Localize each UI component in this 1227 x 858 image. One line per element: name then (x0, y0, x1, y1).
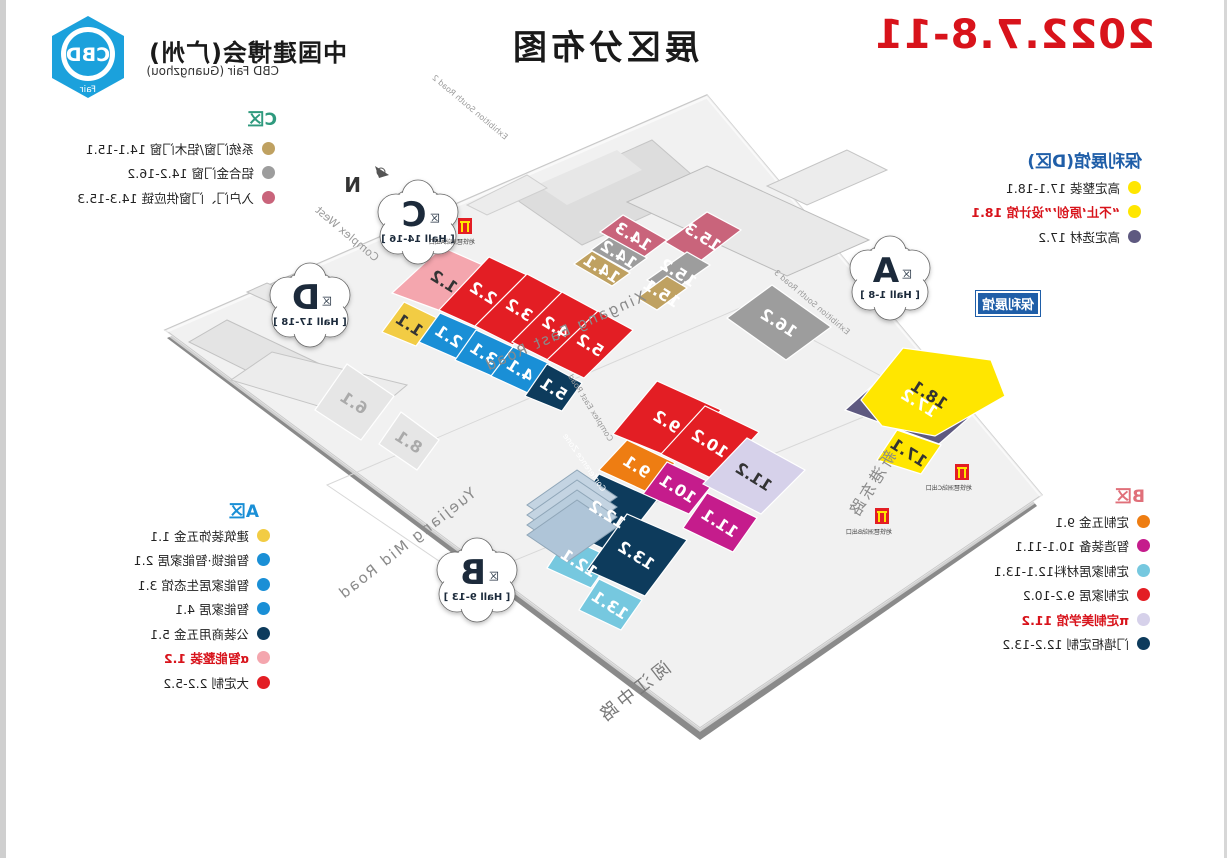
zone-bubble-zone: 区 (489, 571, 499, 583)
zone-bubble-letter: B (460, 553, 486, 593)
hall-8-1 (378, 411, 440, 471)
road-xingang-east: Xingang East Road (481, 287, 648, 375)
road-xingang-east-cn: 新港东路 (844, 447, 900, 522)
zone-bubble-letter: C (402, 195, 427, 235)
metro-b-label: 地铁琶洲站B出口 (846, 528, 892, 536)
road-exhibition-south-2: Exhibition South Road 2 (430, 73, 509, 141)
hall-14-3 (598, 214, 669, 258)
hall-5-2 (545, 310, 635, 379)
hall-18-1 (860, 347, 1006, 437)
hall-13-2 (586, 513, 688, 597)
hall-5-1 (524, 363, 583, 412)
zone-bubble-zone: 区 (430, 213, 440, 225)
hall-11-2 (702, 437, 806, 515)
hall-11-1 (682, 492, 758, 553)
zone-bubble-zone: 区 (902, 269, 912, 281)
metro-a-label: 地铁琶洲站A出口 (429, 238, 475, 246)
logo-mark-text: CBD (66, 44, 110, 66)
hall-6-1 (314, 363, 395, 441)
north-arrow-icon (375, 166, 389, 178)
zone-bubble-halls: [ Hall 9-13 ] (444, 592, 511, 603)
metro-c-label: 地铁琶洲站C出口 (926, 484, 972, 492)
zone-bubble-letter: D (292, 278, 320, 318)
cbd-logo: CBD Fair (52, 16, 124, 98)
zone-bubble-halls: [ Hall 17-18 ] (273, 317, 347, 328)
road-yuejiang-mid-cn: 阅江中路 (593, 657, 675, 728)
poly-hall-tag: 保利展馆 (975, 291, 1040, 316)
hall-14-2 (589, 236, 649, 272)
left-border (0, 0, 6, 858)
road-complex-east: Complex East Road (566, 373, 615, 444)
metro-marker-c (955, 464, 969, 480)
north-label: N (344, 173, 361, 197)
right-border (1224, 0, 1227, 858)
hall-14-1 (572, 250, 632, 287)
road-complex-west: Complex West (312, 203, 381, 264)
hall-13-1 (578, 578, 643, 631)
hall-16-2 (725, 284, 833, 361)
hall-15-1 (635, 275, 689, 311)
zone-bubble-halls: [ Hall 1-8 ] (860, 290, 920, 301)
conference-zone (526, 469, 618, 563)
zone-bubble-halls: [ Hall 14-16 ] (381, 234, 455, 245)
logo-sub-text: Fair (80, 85, 96, 95)
conference-label: Conference Zone (561, 432, 608, 493)
hall-17-1 (876, 429, 942, 475)
metro-marker-a (458, 218, 472, 234)
zone-bubble-zone: 区 (322, 296, 332, 308)
road-exhibition-south-3: Exhibition South Road 3 (772, 268, 851, 336)
metro-marker-b (875, 508, 889, 524)
zone-bubble-letter: A (872, 251, 899, 291)
road-yuejiang-mid: Yuejiang Mid Road (334, 483, 480, 603)
hall-15-3 (663, 211, 743, 263)
